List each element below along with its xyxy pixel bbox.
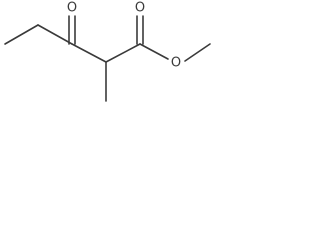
bond-ketone-c-alpha-c bbox=[71, 43, 107, 63]
bond-ch2-ketone-c bbox=[37, 24, 73, 45]
bond-ester-c-ester-o bbox=[139, 43, 169, 60]
carbonyl-oxygen-label: O bbox=[135, 1, 145, 16]
ketone-oxygen-label: O bbox=[67, 1, 77, 16]
molecule-drawing: O O O bbox=[4, 1, 211, 102]
ester-oxygen-label: O bbox=[171, 56, 181, 71]
bond-alpha-c-ester-c bbox=[105, 43, 141, 63]
bond-ester-o-methyl bbox=[184, 43, 211, 62]
structure-diagram: O O O bbox=[0, 0, 216, 112]
bond-ethyl-ch3-ch2 bbox=[4, 24, 39, 45]
